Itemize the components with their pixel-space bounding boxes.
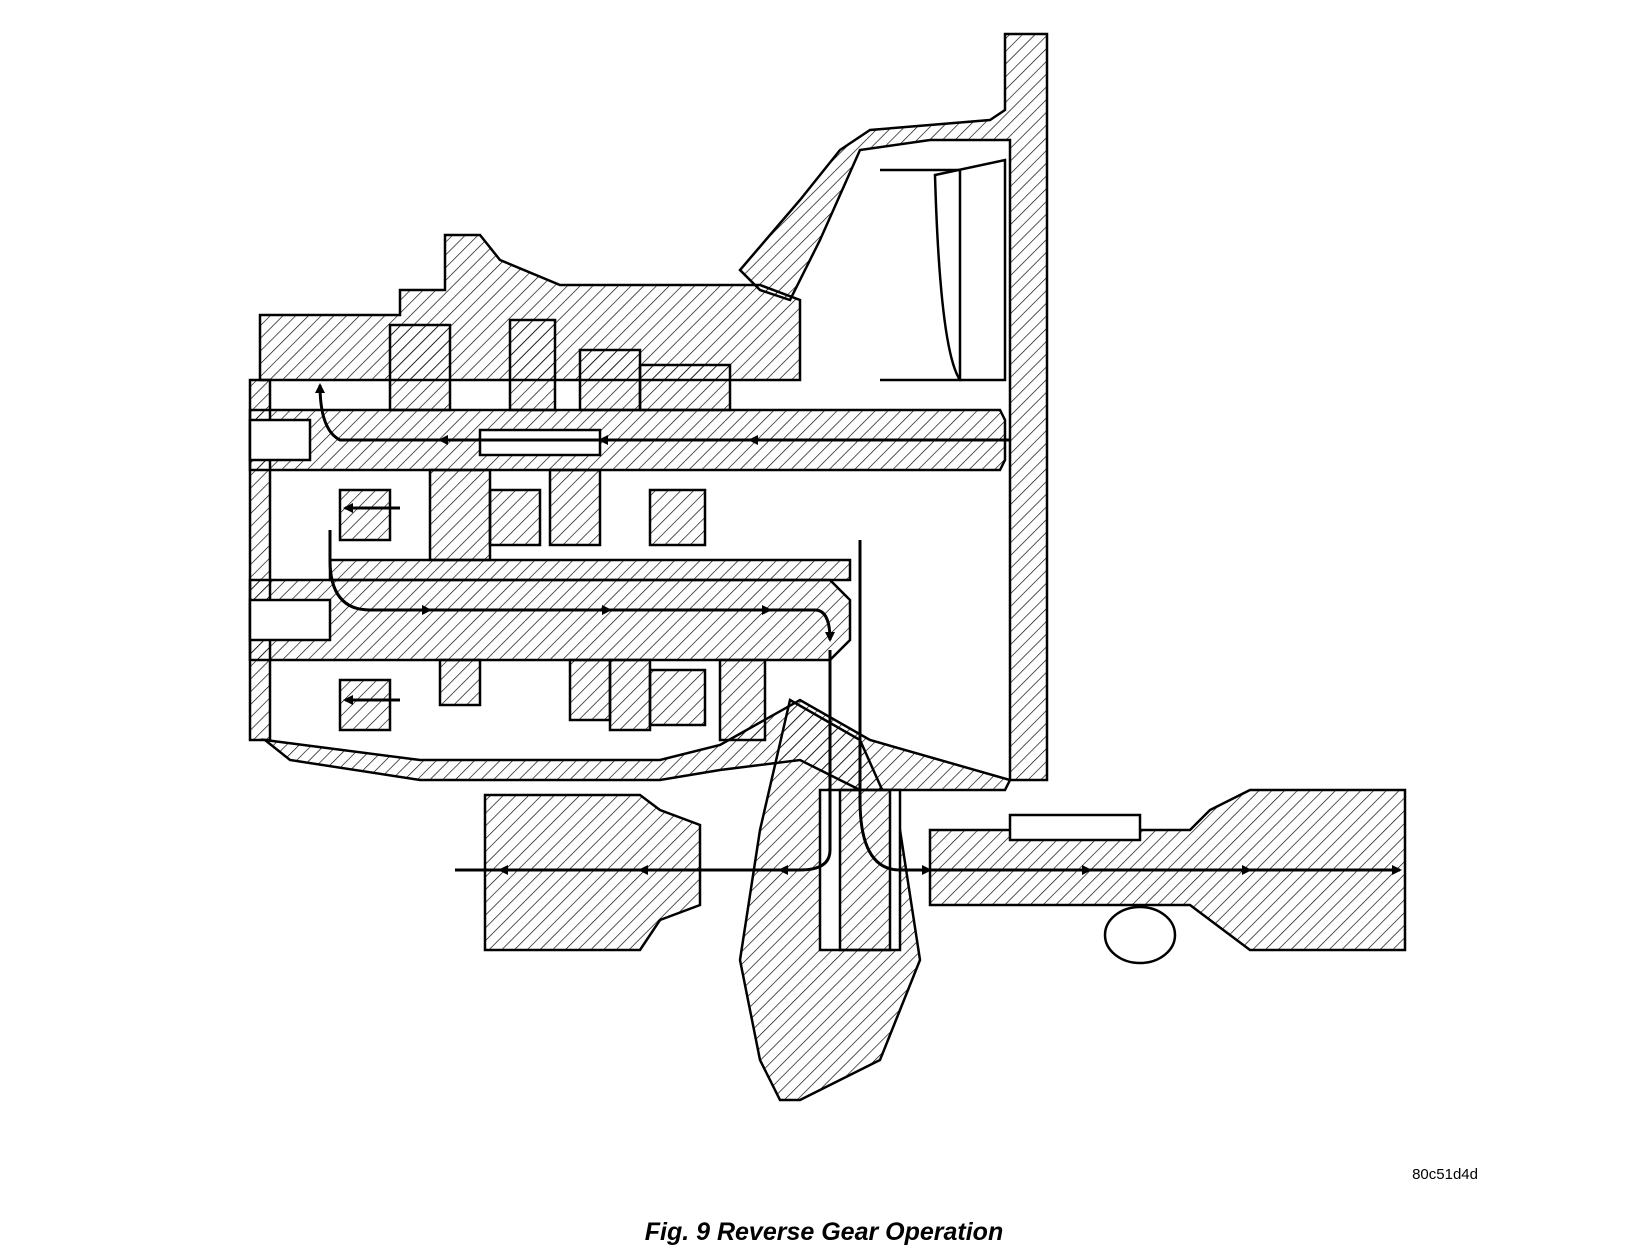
bellhousing: [738, 32, 1049, 782]
figure-caption: Fig. 9 Reverse Gear Operation: [644, 1218, 1004, 1246]
differential: [738, 698, 922, 1102]
figure-reference-code: 80c51d4d: [1412, 1166, 1478, 1183]
power-flow-arrows: [315, 383, 1402, 875]
output-gears: [438, 658, 767, 742]
synchronizers: [338, 488, 707, 732]
axle-shafts: [483, 788, 1407, 965]
